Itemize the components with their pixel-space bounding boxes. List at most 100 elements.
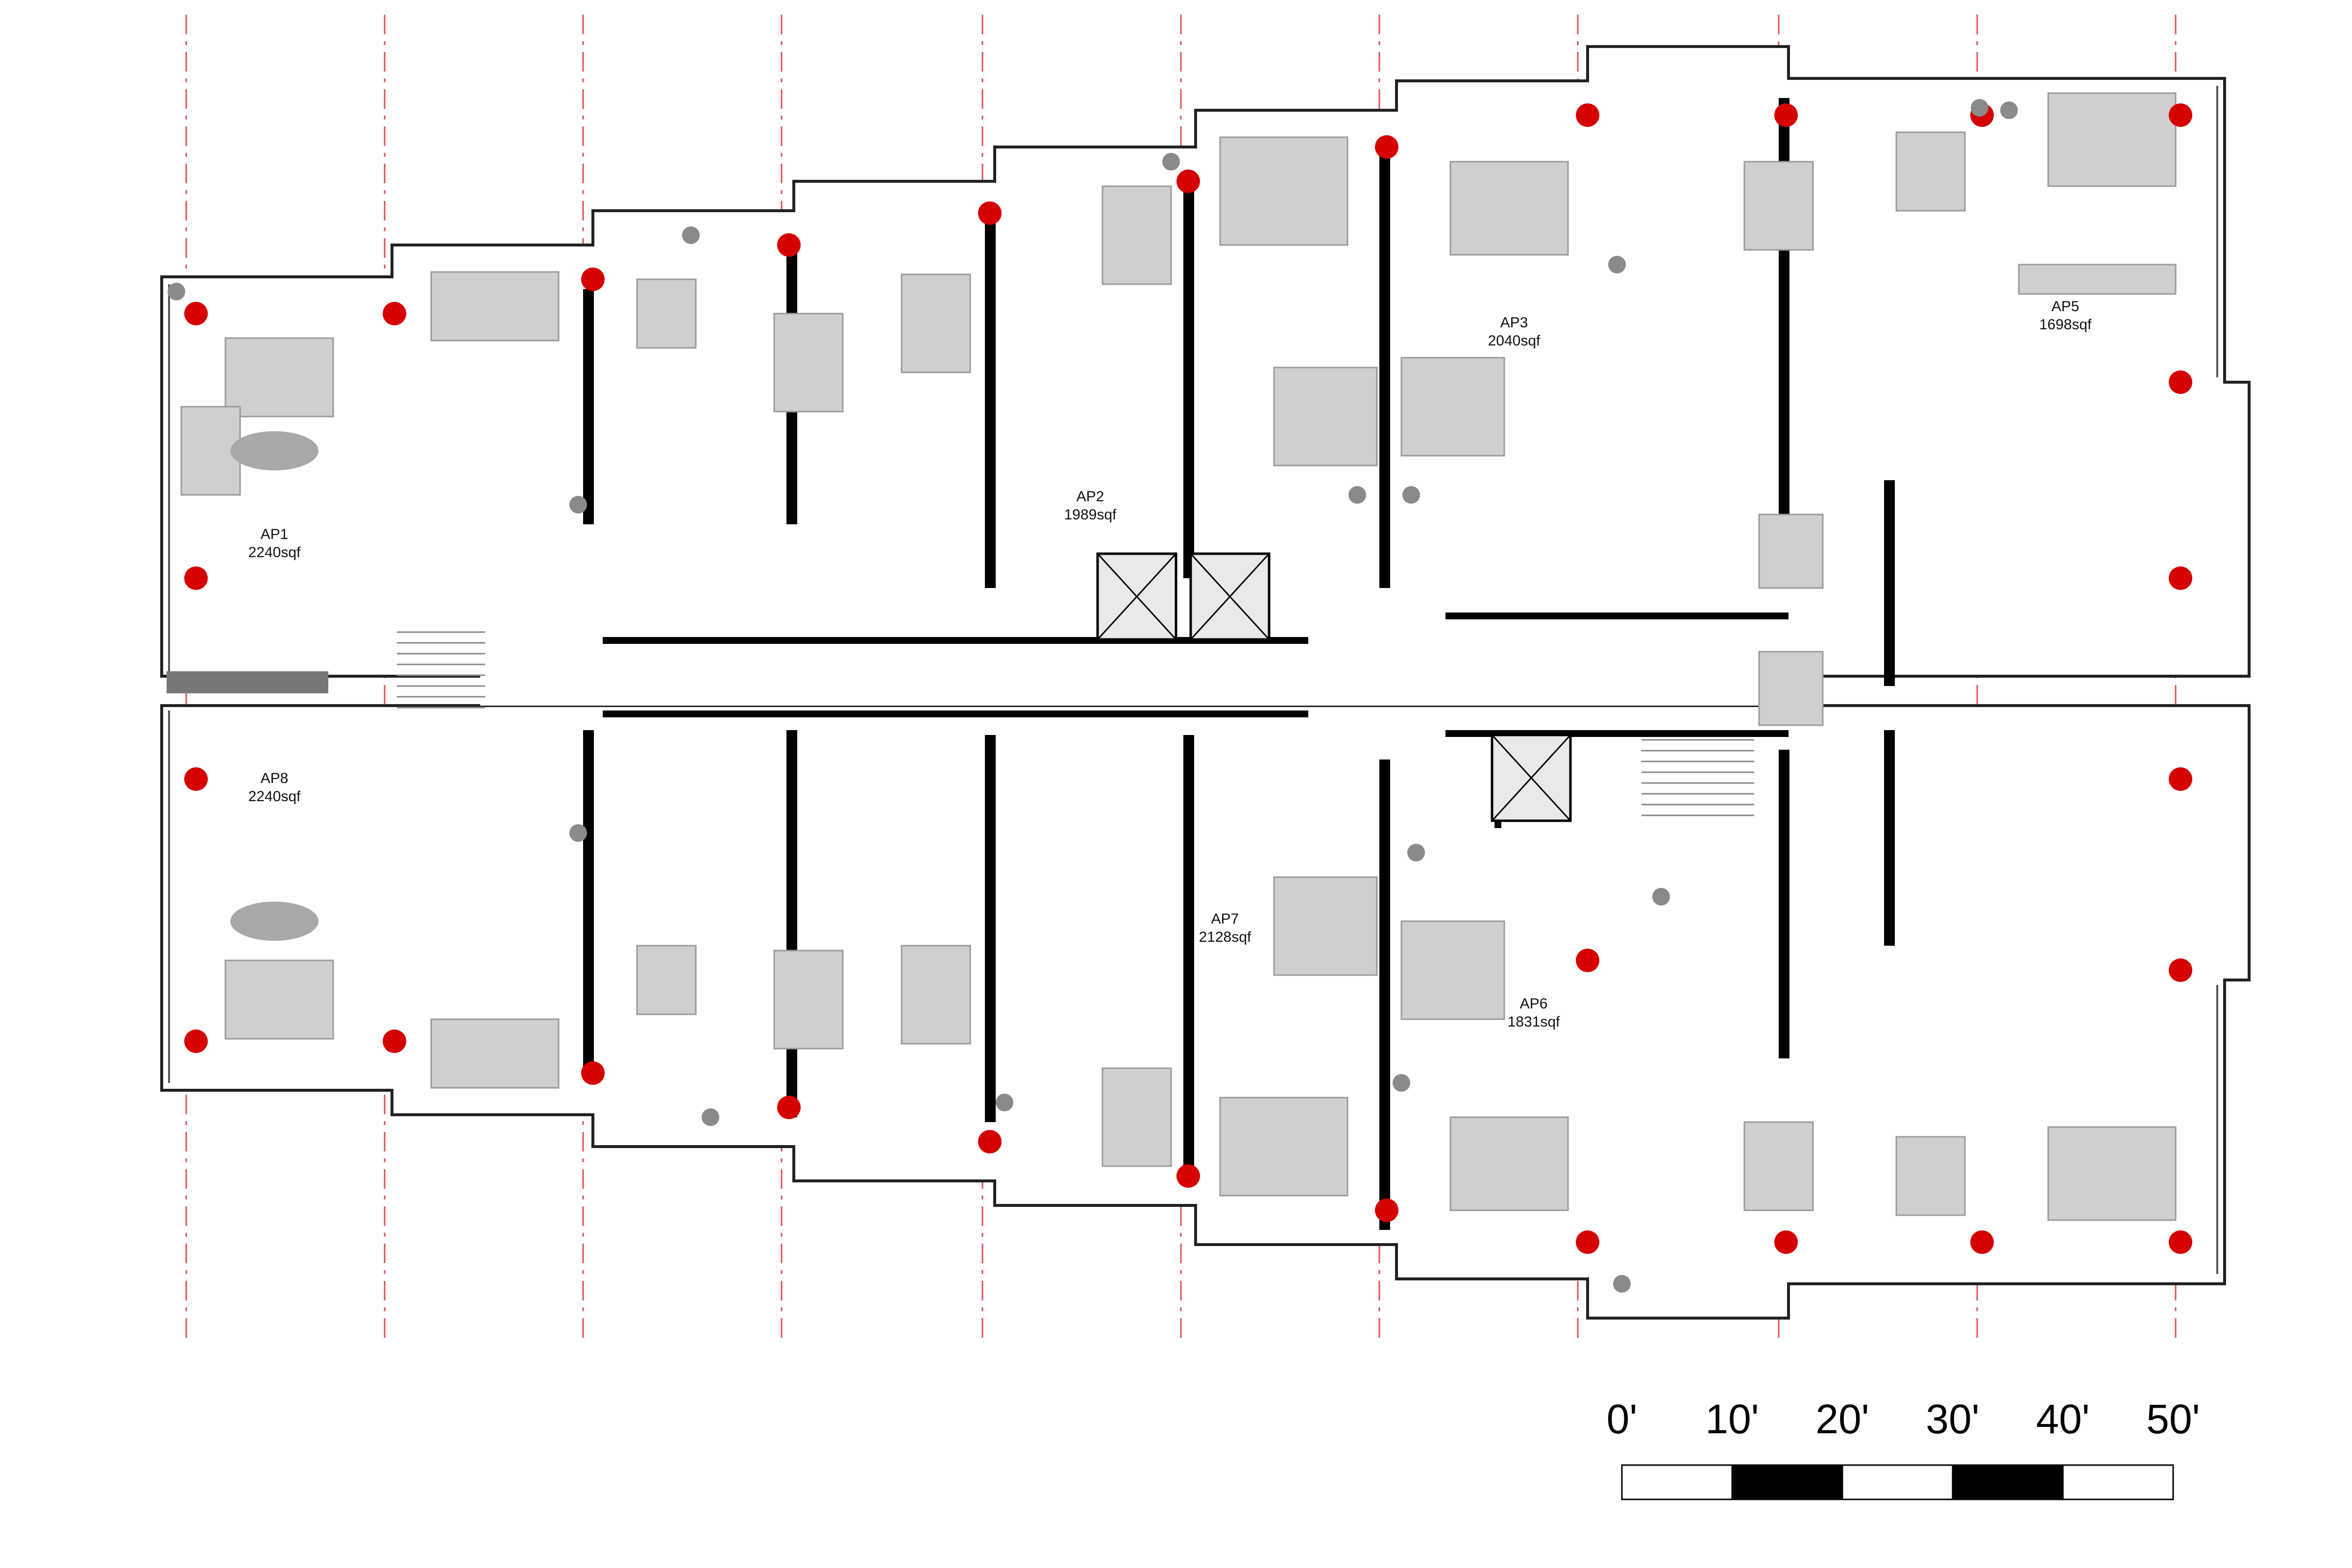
furniture-piece — [1758, 514, 1824, 589]
scale-bar: 0' 10' 20' 30' 40' 50' — [1607, 1396, 2200, 1500]
furniture-piece — [2018, 264, 2177, 295]
plant-icon — [702, 1108, 719, 1126]
svg-text:1831sqf: 1831sqf — [1508, 1014, 1560, 1030]
plant-icon — [1971, 99, 1988, 117]
furniture-piece — [430, 271, 560, 342]
column — [2169, 1230, 2192, 1254]
wall — [583, 730, 594, 1073]
coffee-table — [230, 902, 318, 941]
furniture-piece — [2047, 92, 2177, 187]
column — [1176, 170, 1200, 193]
furniture-piece — [1449, 161, 1569, 256]
building-outline-south — [160, 704, 2251, 1320]
furniture-piece — [1743, 161, 1814, 251]
wall — [1446, 612, 1788, 619]
column — [581, 1061, 605, 1085]
column — [383, 302, 406, 325]
svg-text:AP5: AP5 — [2052, 298, 2080, 315]
scale-label-20: 20' — [1815, 1396, 1869, 1442]
furniture-piece — [636, 945, 697, 1015]
scale-bar-labels: 0' 10' 20' 30' 40' 50' — [1607, 1396, 2200, 1442]
column — [1576, 103, 1599, 127]
column — [978, 201, 1002, 225]
svg-text:1698sqf: 1698sqf — [2039, 317, 2092, 333]
apartment-label-ap7: AP7 2128sqf — [1199, 911, 1251, 945]
wall — [1779, 911, 1789, 1058]
scale-bar-segment — [1952, 1464, 2064, 1500]
svg-text:AP1: AP1 — [261, 526, 289, 542]
svg-text:2040sqf: 2040sqf — [1488, 333, 1541, 349]
central-corridor — [480, 652, 1803, 706]
plant-icon — [996, 1094, 1013, 1111]
column — [1576, 949, 1599, 972]
plant-icon — [1608, 256, 1626, 273]
wall — [1379, 760, 1390, 1230]
elevator-icon — [1491, 734, 1572, 822]
column — [2169, 103, 2192, 127]
column — [978, 1130, 1002, 1153]
svg-text:2240sqf: 2240sqf — [248, 544, 301, 561]
svg-text:1989sqf: 1989sqf — [1064, 507, 1117, 523]
column — [2169, 370, 2192, 394]
wall — [603, 710, 1308, 717]
furniture-piece — [636, 278, 697, 349]
scale-label-10: 10' — [1705, 1396, 1759, 1442]
scale-bar-segment — [1621, 1464, 1733, 1500]
plant-icon — [1652, 888, 1670, 906]
scale-bar-segment — [1731, 1464, 1843, 1500]
furniture-piece — [224, 959, 334, 1040]
apartment-label-ap6: AP6 1831sqf — [1508, 996, 1560, 1030]
plant-icon — [1162, 153, 1180, 171]
building-outline-north — [160, 45, 2251, 678]
wall — [985, 735, 996, 1122]
coffee-table — [230, 431, 318, 470]
column — [184, 302, 208, 325]
furniture-piece — [430, 1018, 560, 1089]
column — [1774, 1230, 1798, 1254]
column — [383, 1029, 406, 1053]
furniture-piece — [1102, 1067, 1172, 1167]
furniture-piece — [1400, 357, 1505, 457]
furniture-piece — [901, 945, 971, 1045]
svg-text:AP7: AP7 — [1211, 911, 1239, 927]
plant-icon — [1393, 1074, 1410, 1092]
elevator-icon — [1096, 552, 1177, 641]
apartment-labels: AP1 2240sqf AP2 1989sqf AP3 2040sqf AP5 … — [248, 298, 2092, 1030]
wall — [1779, 98, 1789, 514]
plant-icon — [1407, 844, 1425, 861]
furniture-piece — [773, 313, 844, 413]
wall — [1379, 147, 1390, 588]
plant-icon — [2000, 101, 2018, 119]
scale-label-50: 50' — [2146, 1396, 2200, 1442]
furniture-piece — [2047, 1126, 2177, 1221]
column — [1576, 1230, 1599, 1254]
svg-text:AP8: AP8 — [261, 770, 289, 786]
core-elements — [397, 552, 1754, 822]
elevator-icon — [1189, 552, 1271, 641]
apartment-label-ap1: AP1 2240sqf — [248, 526, 301, 561]
column — [2169, 566, 2192, 590]
furniture-piece — [1273, 876, 1378, 976]
wall — [985, 206, 996, 588]
apartment-label-ap8: AP8 2240sqf — [248, 770, 301, 805]
furniture-piece — [1400, 920, 1505, 1020]
plant-icon — [1613, 1275, 1631, 1293]
scale-label-30: 30' — [1926, 1396, 1979, 1442]
stair-icon — [397, 631, 485, 709]
furniture-piece — [1449, 1116, 1569, 1211]
svg-text:AP6: AP6 — [1520, 996, 1548, 1012]
plants — [168, 99, 2018, 1293]
column — [777, 1096, 801, 1119]
svg-text:2240sqf: 2240sqf — [248, 788, 301, 805]
scale-bar-segment — [1841, 1464, 1954, 1500]
column — [1375, 135, 1398, 159]
furniture-piece — [1219, 1097, 1348, 1197]
furniture — [180, 92, 2177, 1221]
building-floor — [160, 45, 2251, 1320]
column — [2169, 958, 2192, 982]
scale-label-0: 0' — [1607, 1396, 1638, 1442]
furniture-piece — [901, 273, 971, 373]
svg-text:AP3: AP3 — [1500, 315, 1528, 331]
plant-icon — [569, 496, 587, 514]
